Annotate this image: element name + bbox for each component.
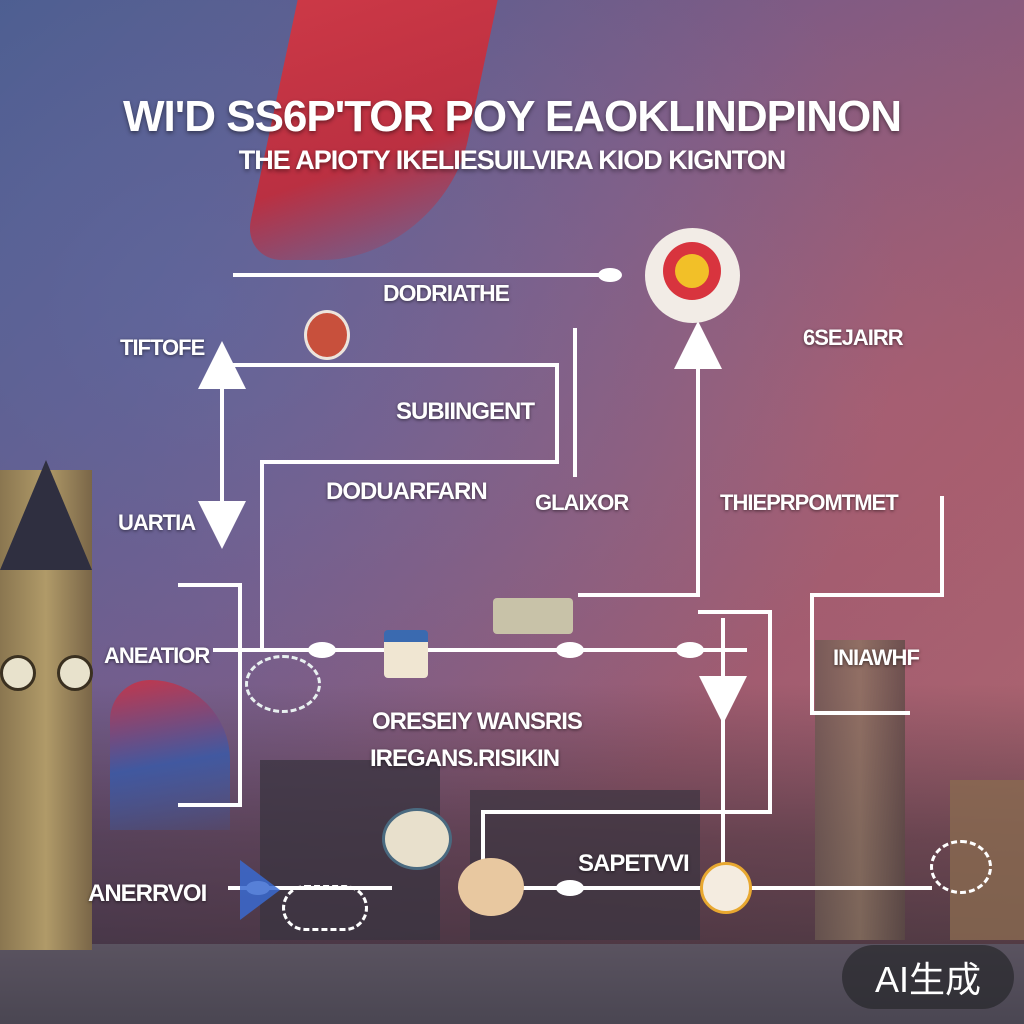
label-sapetvvi: SAPETVVI bbox=[578, 850, 690, 877]
connector-aneatior-bracket bbox=[178, 583, 242, 807]
connector-node-5 bbox=[556, 880, 584, 896]
ai-generated-badge: AI生成 bbox=[842, 945, 1014, 1009]
connector-right-box bbox=[481, 610, 772, 882]
connector-node-1 bbox=[598, 268, 622, 282]
label-uartia: UARTIA bbox=[118, 510, 196, 535]
label-ssejairr: 6SEJAIRR bbox=[803, 325, 904, 350]
shield-icon bbox=[304, 310, 350, 360]
label-oresey: ORESEIY WANSRIS bbox=[372, 708, 583, 735]
label-iregans: IREGANS.RISIKIN bbox=[370, 745, 560, 772]
target-icon bbox=[645, 228, 740, 323]
label-doduarfarn: DODUARFARN bbox=[326, 478, 488, 505]
clock-tower-spire bbox=[0, 460, 92, 570]
connector-node-3 bbox=[556, 642, 584, 658]
label-aneatior: ANEATIOR bbox=[104, 643, 210, 668]
cloud-icon bbox=[282, 885, 368, 931]
page-subtitle: THE APIOTY IKELIESUILVIRA KIOD KIGNTON bbox=[238, 145, 787, 175]
connector-glasor bbox=[578, 348, 700, 597]
connector-node-4 bbox=[676, 642, 704, 658]
blue-arrow-icon bbox=[240, 860, 280, 920]
sparkle-icon bbox=[930, 840, 992, 894]
label-anerrvol: ANERRVOI bbox=[88, 880, 207, 907]
connector-iniawhf bbox=[810, 496, 944, 715]
label-glasor: GLAIXOR bbox=[535, 490, 629, 515]
network-icon bbox=[245, 655, 321, 713]
label-iniawhf: INIAWHF bbox=[833, 645, 920, 670]
connector-node-2 bbox=[308, 642, 336, 658]
page-title: WI'D SS6P'TOR POY EAOKLINDPINON bbox=[123, 92, 902, 141]
badge-icon bbox=[700, 862, 752, 914]
person-icon bbox=[382, 808, 452, 870]
label-thieprpomtmet: THIEPRPOMTMET bbox=[720, 490, 899, 515]
connector-box-subingent bbox=[233, 363, 559, 652]
hand-icon bbox=[458, 858, 524, 916]
label-tiftofe: TIFTOFE bbox=[120, 335, 205, 360]
label-subingent: SUBIINGENT bbox=[396, 398, 535, 425]
label-doddriathe: DODRIATHE bbox=[383, 280, 510, 306]
folder-icon bbox=[384, 630, 428, 678]
laptop-icon bbox=[493, 598, 573, 634]
clock-face-left bbox=[0, 655, 36, 691]
target-center-icon bbox=[675, 254, 709, 288]
clock-face-right bbox=[57, 655, 93, 691]
